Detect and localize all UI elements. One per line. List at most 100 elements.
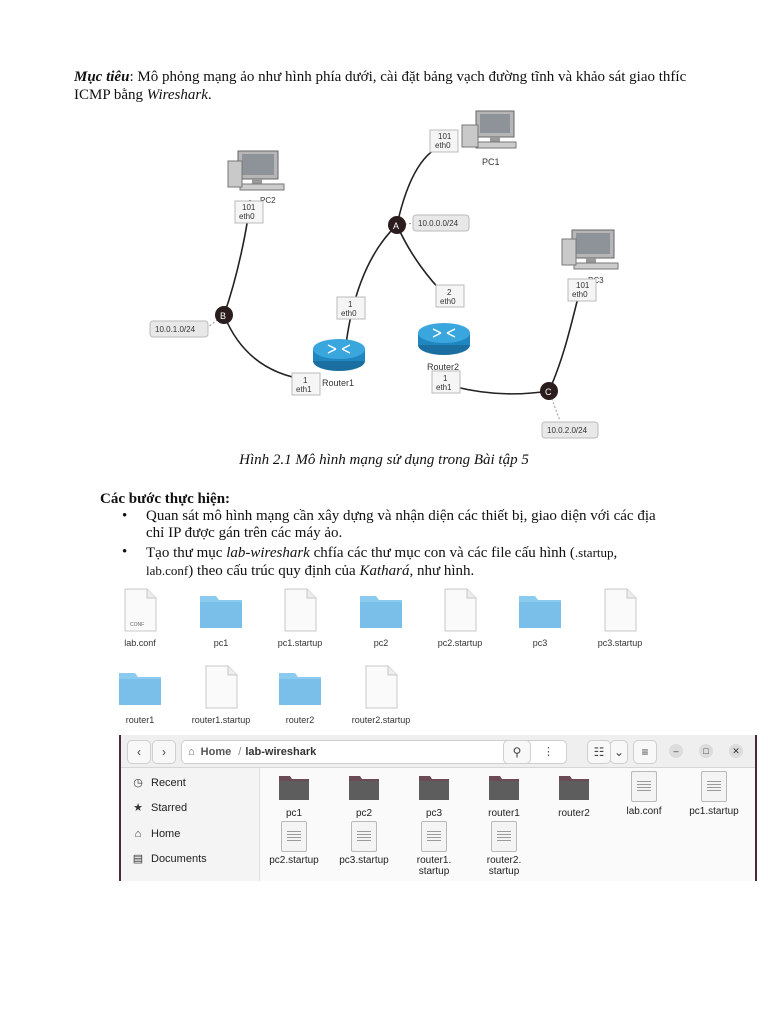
fm-item-label: router2. startup (486, 855, 522, 877)
objective-tool: Wireshark (146, 87, 208, 103)
folder-icon (119, 673, 161, 705)
objective-paragraph: Mục tiêu: Mô phỏng mạng ảo như hình phía… (74, 68, 714, 104)
document-icon (604, 588, 637, 632)
text-file-icon (421, 821, 447, 852)
more-vertical-icon[interactable]: ⋮ (543, 746, 554, 758)
fm-file-pc1-startup[interactable]: pc1.startup (679, 771, 749, 817)
back-button[interactable]: ‹ (127, 740, 151, 764)
folder-icon (559, 776, 589, 800)
router2-icon (418, 323, 470, 355)
path-home[interactable]: Home (200, 746, 232, 758)
view-options-button[interactable]: ☷ (587, 740, 611, 764)
file-pc2-startup[interactable]: pc2.startup (420, 588, 500, 648)
router2-eth1-name: eth1 (436, 383, 452, 392)
chevron-right-icon: › (162, 745, 166, 759)
node-b: B (215, 306, 233, 324)
pc3-iface-name: eth0 (572, 290, 588, 299)
fm-item-label: pc3 (425, 808, 443, 819)
step-2-ext2: lab.conf (146, 563, 189, 578)
file-label: pc1 (213, 638, 229, 648)
pc2-iface-name: eth0 (239, 212, 255, 221)
router2-label: Router2 (427, 362, 459, 372)
conf-file-icon: CONF (124, 588, 157, 632)
link-a-router1 (344, 224, 398, 354)
file-pc3-startup[interactable]: pc3.startup (580, 588, 660, 648)
fm-folder-router1[interactable]: router1 (469, 773, 539, 819)
router2-eth0-name: eth0 (440, 297, 456, 306)
sidebar-label: Recent (151, 777, 186, 789)
fm-file-lab-conf[interactable]: lab.conf (609, 771, 679, 817)
file-label: lab.conf (124, 638, 156, 648)
search-icon: ⚲ (512, 745, 522, 759)
maximize-button[interactable]: □ (699, 744, 713, 758)
steps-title: Các bước thực hiện: (100, 491, 231, 507)
sidebar-item-documents[interactable]: ▤ Documents (131, 850, 207, 868)
sidebar-item-recent[interactable]: ◷Recent (131, 774, 186, 792)
file-label: pc1.startup (277, 638, 323, 648)
step-2-text-e: , như hình. (409, 563, 475, 579)
fm-folder-pc1[interactable]: pc1 (259, 773, 329, 819)
document-icon (444, 588, 477, 632)
figure-caption: Hình 2.1 Mô hình mạng sử dụng trong Bài … (239, 452, 529, 468)
close-button[interactable]: ✕ (729, 744, 743, 758)
step-2-text-a: Tạo thư mục (146, 545, 227, 561)
path-current[interactable]: lab-wireshark (245, 746, 317, 758)
file-router1-startup[interactable]: router1.startup (181, 665, 261, 725)
file-lab-conf[interactable]: CONF lab.conf (100, 588, 180, 648)
fm-file-pc2-startup[interactable]: pc2.startup (259, 821, 329, 866)
folder-router2[interactable]: router2 (260, 665, 340, 725)
search-button[interactable]: ⚲ (503, 740, 531, 764)
router1-label: Router1 (322, 378, 354, 388)
forward-button[interactable]: › (152, 740, 176, 764)
folder-icon (349, 776, 379, 800)
fm-folder-pc2[interactable]: pc2 (329, 773, 399, 819)
fm-file-pc3-startup[interactable]: pc3.startup (329, 821, 399, 866)
file-manager-header: ‹ › ⌂Home /lab-wireshark ⋮ ⚲ ☷ ⌄ ≡ – □ ✕ (121, 735, 755, 768)
router2-eth0-ip: 2 (447, 288, 452, 297)
folder-icon (360, 596, 402, 628)
folder-pc3[interactable]: pc3 (500, 588, 580, 648)
fm-item-label: pc2 (355, 808, 373, 819)
fm-item-label: pc3.startup (339, 855, 389, 866)
sidebar-item-starred[interactable]: ★Starred (131, 799, 187, 817)
path-separator: / (238, 746, 242, 758)
maximize-icon: □ (703, 746, 709, 756)
step-2-text-b: chfía các thư mục con và các file cấu hì… (309, 545, 575, 561)
minimize-button[interactable]: – (669, 744, 683, 758)
pc1-iface-box: 101 eth0 (429, 129, 459, 153)
file-manager-window: ‹ › ⌂Home /lab-wireshark ⋮ ⚲ ☷ ⌄ ≡ – □ ✕… (119, 735, 757, 881)
router2-eth1-ip: 1 (443, 374, 448, 383)
pc2-computer-icon (227, 150, 285, 191)
folder-pc2[interactable]: pc2 (341, 588, 421, 648)
file-pc1-startup[interactable]: pc1.startup (260, 588, 340, 648)
fm-folder-router2[interactable]: router2 (539, 773, 609, 819)
fm-folder-pc3[interactable]: pc3 (399, 773, 469, 819)
document-icon: ▤ (132, 853, 144, 865)
router1-eth0-ip: 1 (348, 300, 353, 309)
folder-router1[interactable]: router1 (100, 665, 180, 725)
view-dropdown-button[interactable]: ⌄ (610, 740, 628, 764)
folder-icon (200, 596, 242, 628)
folder-pc1[interactable]: pc1 (181, 588, 261, 648)
sidebar-item-home[interactable]: ⌂Home (131, 825, 181, 843)
fm-item-label: pc1 (285, 808, 303, 819)
file-label: pc2 (373, 638, 389, 648)
network-b-label: 10.0.1.0/24 (155, 325, 196, 334)
document-icon (284, 588, 317, 632)
file-router2-startup[interactable]: router2.startup (341, 665, 421, 725)
fm-file-router2-startup[interactable]: router2. startup (469, 821, 539, 877)
link-a-pc1 (396, 144, 446, 226)
star-icon: ★ (133, 802, 143, 814)
node-b-label: B (220, 311, 226, 321)
pc1-iface-name: eth0 (435, 141, 451, 150)
sidebar-label: Documents (151, 853, 207, 865)
step-item-1: Quan sát mô hình mạng cần xây dựng và nh… (100, 508, 660, 542)
network-a-tag: 10.0.0.0/24 (412, 214, 470, 232)
fm-file-router1-startup[interactable]: router1. startup (399, 821, 469, 877)
network-a-label: 10.0.0.0/24 (418, 219, 459, 228)
step-item-2: Tạo thư mục lab-wireshark chfía các thư … (100, 544, 660, 580)
path-bar[interactable]: ⌂Home /lab-wireshark ⋮ (181, 740, 567, 764)
link-c-pc3 (548, 289, 581, 392)
conf-tag: CONF (130, 622, 144, 628)
menu-button[interactable]: ≡ (633, 740, 657, 764)
